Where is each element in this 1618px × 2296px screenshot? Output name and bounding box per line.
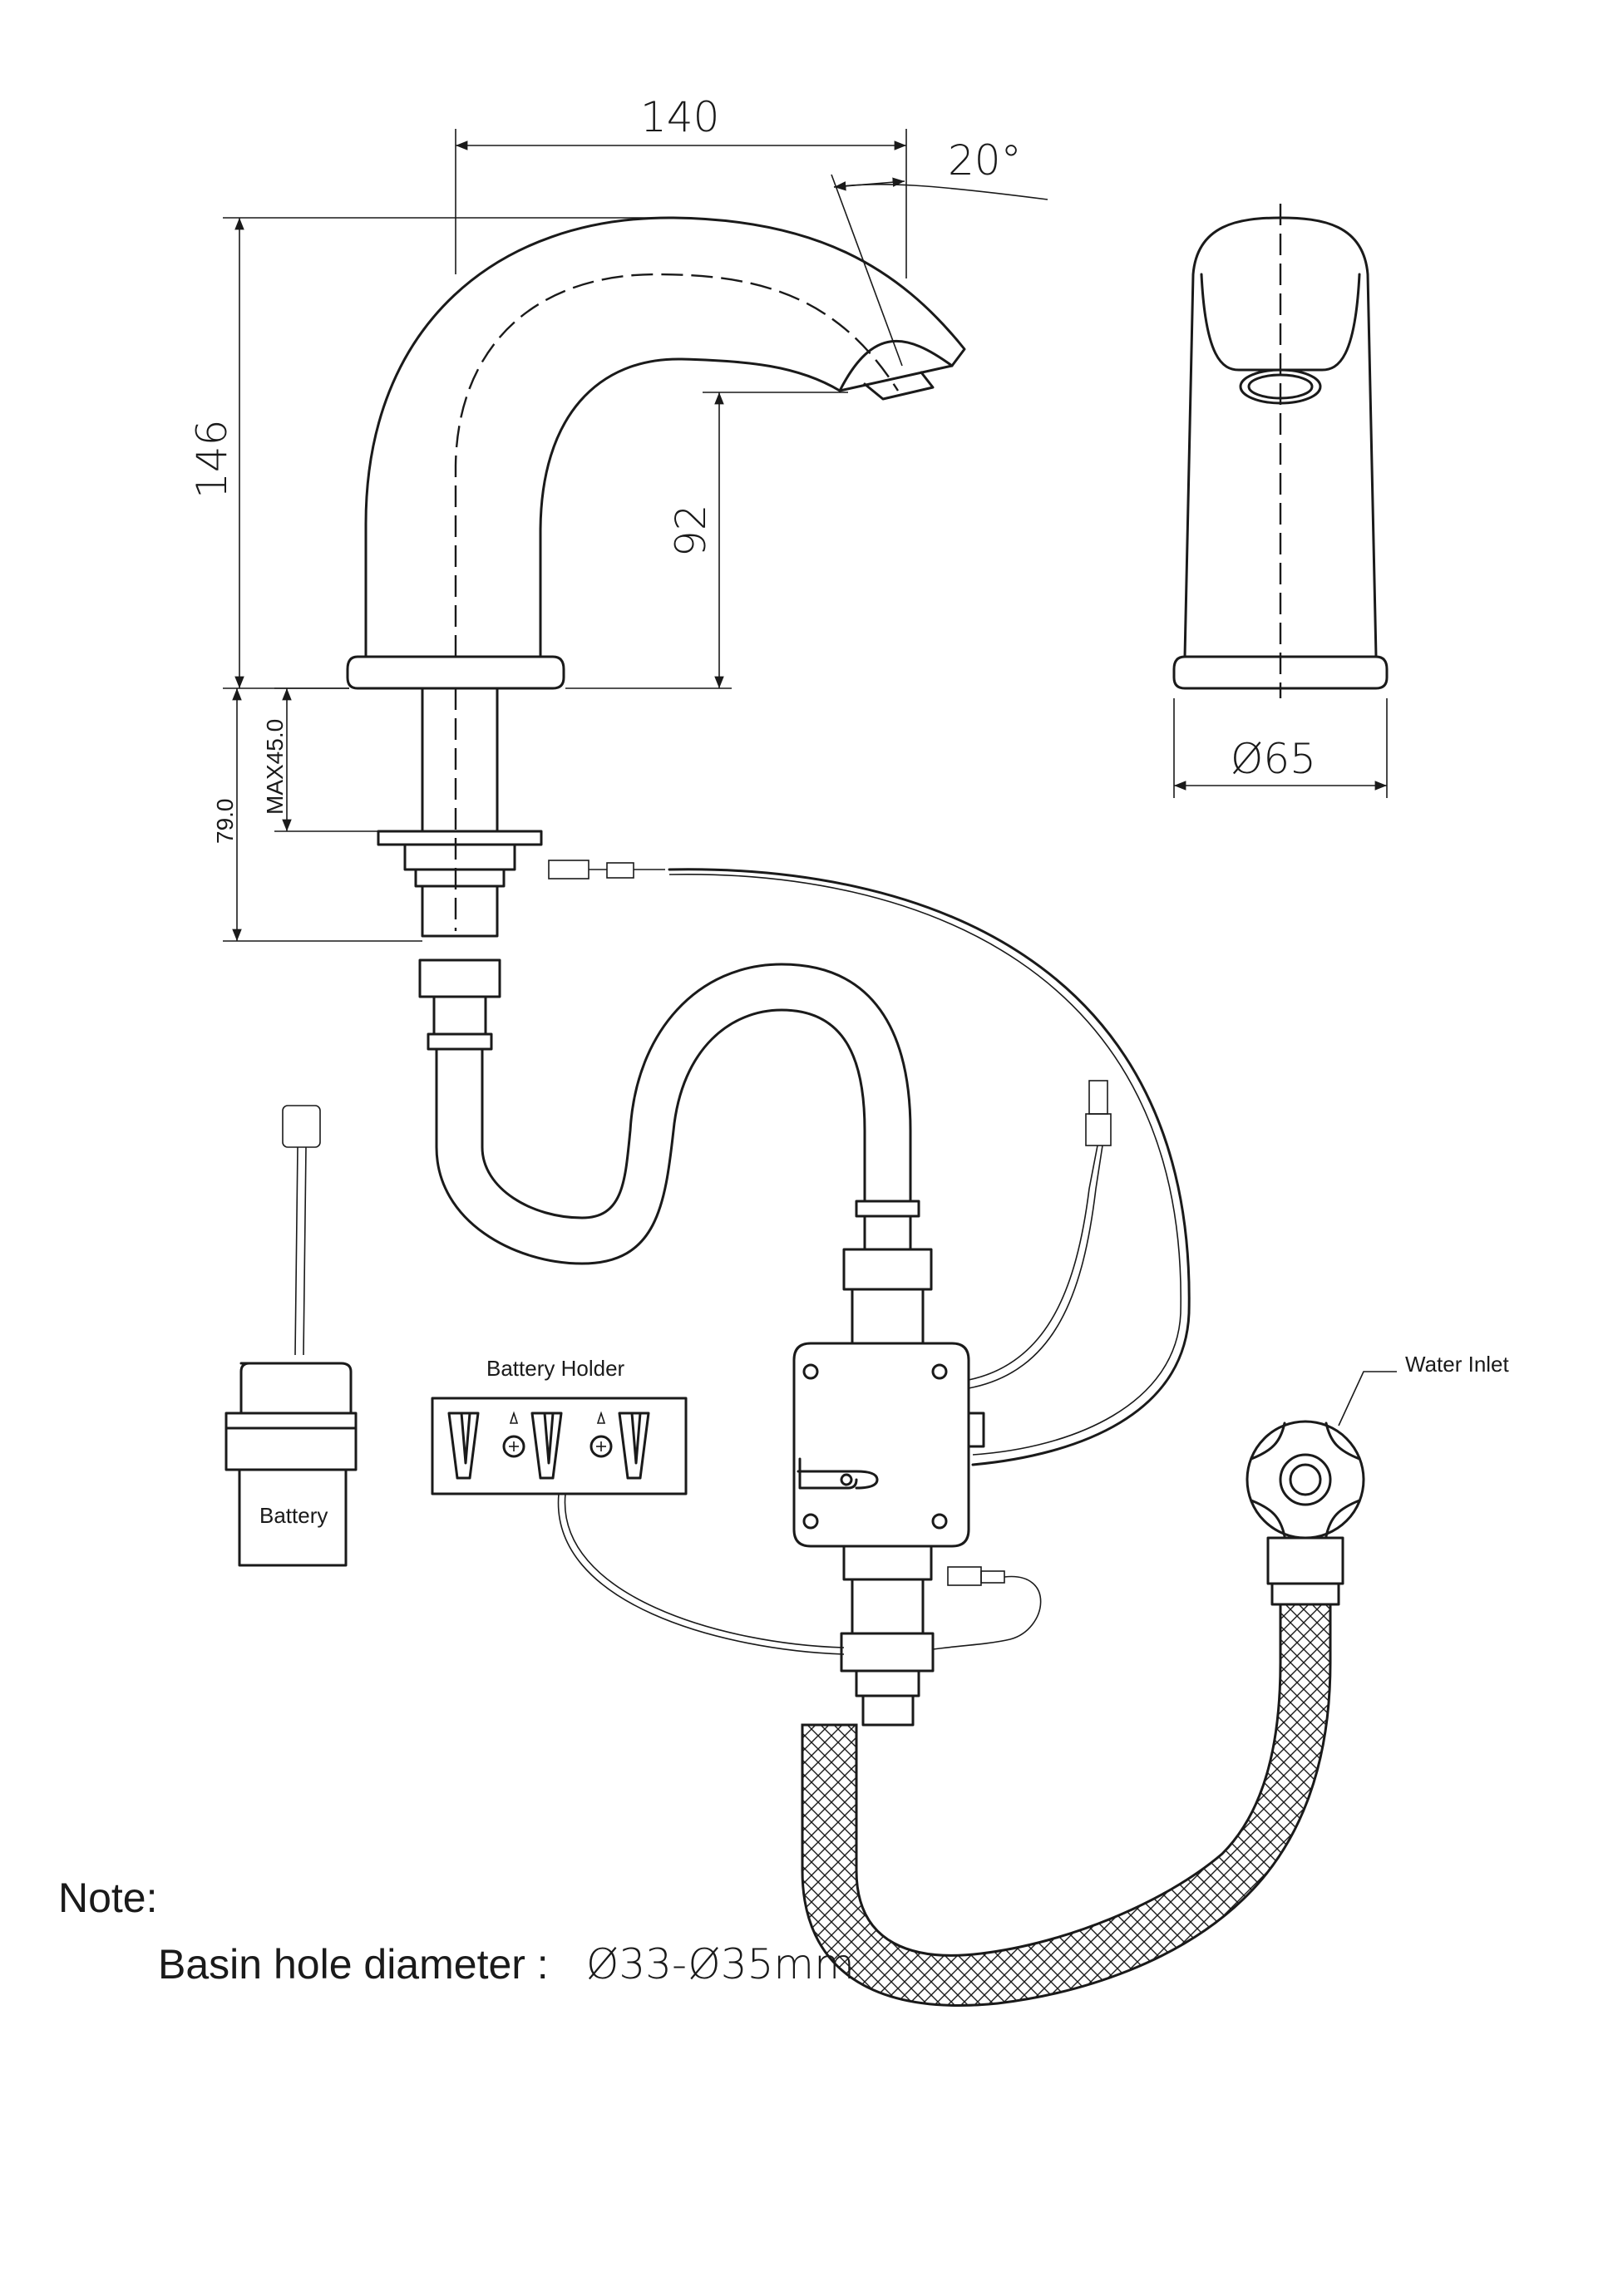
valve-wire xyxy=(968,1080,1112,1389)
solenoid-valve xyxy=(792,1342,985,1727)
dimension-140: 140 xyxy=(455,93,907,278)
sensor-cable xyxy=(548,860,1191,1466)
battery-holder: Battery Holder xyxy=(431,1356,845,1655)
dimension-92-label: 92 xyxy=(667,504,715,557)
outlet-hose xyxy=(418,958,933,1345)
dimension-20-degrees: 20° xyxy=(831,136,1048,367)
note-label: Basin hole diameter : xyxy=(158,1941,549,1988)
battery-label: Battery xyxy=(259,1503,328,1528)
dimension-79-label: 79.0 xyxy=(212,799,238,845)
spout-side-view xyxy=(346,216,966,938)
dimension-max45-label: MAX45.0 xyxy=(262,719,288,815)
note-heading: Note: xyxy=(58,1875,158,1921)
dimension-140-label: 140 xyxy=(640,93,719,141)
water-inlet-label: Water Inlet xyxy=(1405,1352,1510,1377)
dimension-65-label: Ø65 xyxy=(1231,735,1316,783)
dimension-65: Ø65 xyxy=(1173,698,1388,798)
dimension-92: 92 xyxy=(565,392,848,689)
note-value: Ø33-Ø35mm xyxy=(586,1940,855,1988)
dimension-146-label: 146 xyxy=(188,420,236,499)
inlet-hose xyxy=(801,1536,1344,2007)
note: Note: Basin hole diameter : Ø33-Ø35mm xyxy=(58,1875,855,1988)
battery-holder-label: Battery Holder xyxy=(486,1356,625,1381)
water-inlet-valve: Water Inlet xyxy=(1246,1352,1510,1540)
spout-front-view xyxy=(1172,204,1389,698)
dimension-20-label: 20° xyxy=(948,136,1022,185)
valve-connector xyxy=(932,1566,1042,1650)
battery: Battery xyxy=(224,1105,358,1567)
dimension-146: 146 xyxy=(188,217,665,689)
dimension-shank: MAX45.0 79.0 xyxy=(212,687,422,942)
